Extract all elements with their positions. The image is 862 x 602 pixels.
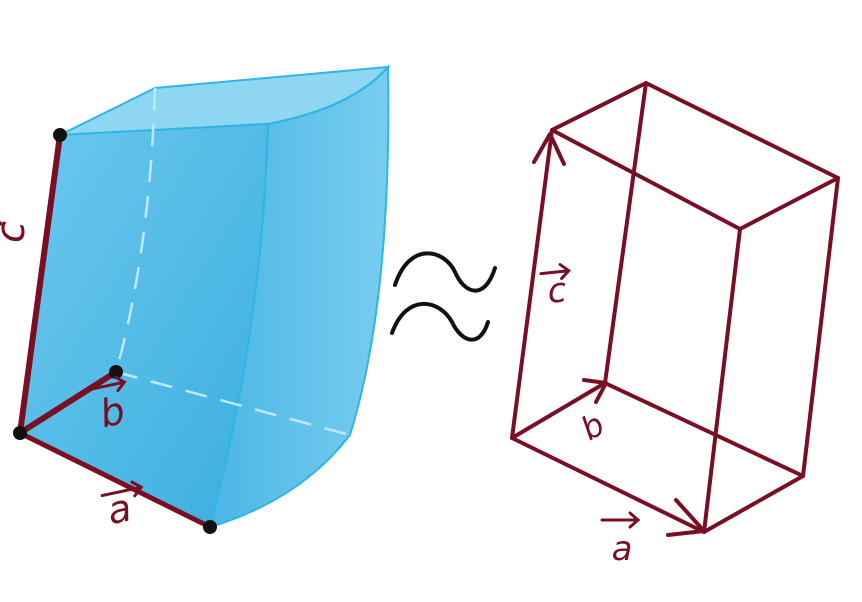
wireframe-box (510, 81, 840, 534)
vector-arrow-icon (539, 263, 572, 280)
right-label-b: b (574, 405, 611, 448)
approx-wave-top (393, 251, 497, 293)
left-vectors (13, 128, 217, 534)
right-label-c: c (539, 263, 572, 312)
solid-front-face (18, 122, 270, 529)
left-vector-a (17, 430, 213, 530)
left-vector-b (17, 369, 119, 436)
left-label-c-letter: c (0, 221, 34, 243)
approx-wave-bottom (390, 301, 490, 342)
right-vectors (532, 132, 706, 537)
box-edge (510, 128, 554, 440)
right-vector-a-arrowhead (666, 498, 706, 537)
right-vector-c-arrowhead (532, 132, 566, 166)
right-label-a: a (600, 511, 641, 569)
box-edge (603, 81, 648, 385)
right-label-b-letter: b (574, 405, 611, 448)
vector-arrow-icon (100, 480, 144, 498)
solid-hidden-bottom-edge (115, 370, 351, 437)
right-label-a-letter: a (612, 529, 633, 569)
vertex-dot (13, 426, 27, 440)
left-label-c: c (0, 213, 34, 250)
approx-symbol: ≈ (390, 251, 497, 342)
box-top-face (550, 81, 840, 231)
box-edge (801, 176, 840, 478)
vector-arrow-icon (91, 375, 127, 393)
left-vector-c (17, 132, 63, 436)
solid-hidden-vertical-edge (114, 87, 157, 373)
right-label-c-letter: c (545, 270, 568, 312)
box-edge (702, 227, 742, 534)
box-bottom-face (510, 381, 805, 534)
vertex-dot (203, 520, 217, 534)
vertex-dot (109, 365, 123, 379)
left-label-a: a (100, 480, 144, 533)
vertex-dot (53, 128, 67, 142)
vector-arrow-icon (600, 511, 641, 529)
curved-solid (18, 64, 391, 529)
right-vector-b-arrowhead (582, 378, 608, 404)
